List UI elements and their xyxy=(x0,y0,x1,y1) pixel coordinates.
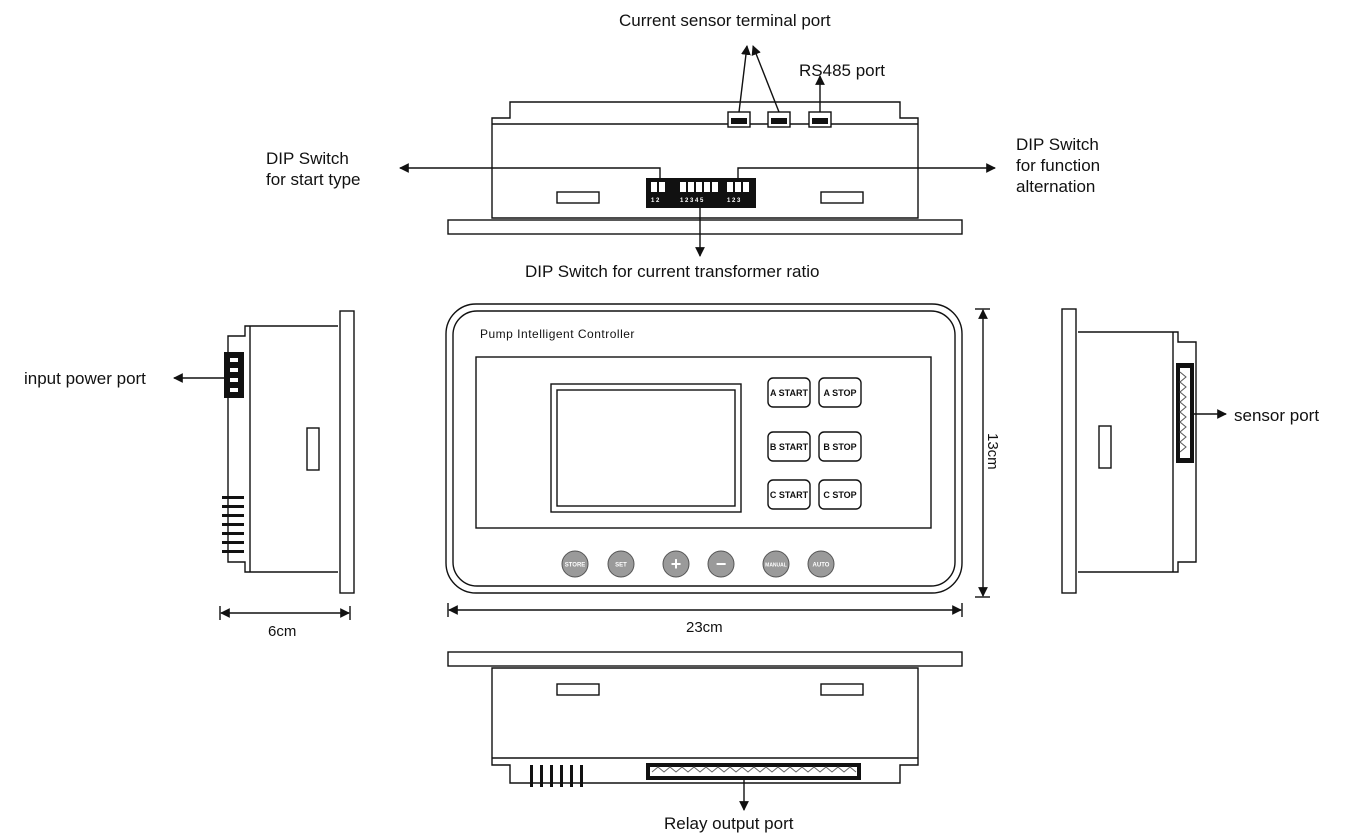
sensor-port-label: sensor port xyxy=(1234,406,1319,425)
dip-function-label-3: alternation xyxy=(1016,177,1095,196)
round-button-label: − xyxy=(716,554,727,574)
input-power-connector xyxy=(224,352,244,398)
round-button-label: AUTO xyxy=(813,563,830,569)
bottom-view xyxy=(447,651,963,811)
left-vent-slots xyxy=(222,496,244,553)
round-button-set[interactable]: SET xyxy=(607,550,635,578)
dip-function-label-2: for function xyxy=(1016,156,1100,175)
relay-output-connector xyxy=(646,763,861,780)
round-button-label: STORE xyxy=(565,563,586,569)
panel-button-c-stop[interactable]: C STOP xyxy=(818,479,862,510)
dip-ct-numbers: 1 2 3 4 5 xyxy=(680,198,704,204)
panel-button-b-start[interactable]: B START xyxy=(767,431,811,462)
front-panel xyxy=(445,303,963,594)
dip-ct-ratio-label: DIP Switch for current transformer ratio xyxy=(525,262,819,281)
round-button-label: SET xyxy=(615,563,627,569)
panel-button-b-stop[interactable]: B STOP xyxy=(818,431,862,462)
left-side-view xyxy=(173,310,355,620)
dip-start-type-numbers: 1 2 xyxy=(651,198,660,204)
round-button-plus[interactable]: + xyxy=(662,550,690,578)
rs485-connector xyxy=(808,111,832,128)
height-dimension: 13cm xyxy=(984,433,1001,470)
dip-start-type-label-1: DIP Switch xyxy=(266,149,349,168)
round-button-minus[interactable]: − xyxy=(707,550,735,578)
panel-title: Pump Intelligent Controller xyxy=(480,327,635,341)
width-dimension: 23cm xyxy=(686,619,723,636)
input-power-port-label: input power port xyxy=(24,369,146,388)
right-side-view xyxy=(1061,308,1227,594)
rs485-port-label: RS485 port xyxy=(799,61,885,80)
round-button-label: MANUAL xyxy=(765,563,787,569)
dip-function-label-1: DIP Switch xyxy=(1016,135,1099,154)
relay-output-port-label: Relay output port xyxy=(664,814,794,833)
current-sensor-port-label: Current sensor terminal port xyxy=(619,11,831,30)
bottom-vent-slots xyxy=(530,765,583,787)
current-sensor-connector-2 xyxy=(767,111,791,128)
panel-button-a-stop[interactable]: A STOP xyxy=(818,377,862,408)
dip-start-type-label-2: for start type xyxy=(266,170,360,189)
current-sensor-connector-1 xyxy=(727,111,751,128)
top-view: 1 2 1 2 3 4 5 1 2 3 xyxy=(399,45,996,257)
front-dimensions xyxy=(447,308,990,617)
panel-button-c-start[interactable]: C START xyxy=(767,479,811,510)
dip-switch-block: 1 2 1 2 3 4 5 1 2 3 xyxy=(646,178,756,208)
panel-button-label: C STOP xyxy=(823,490,856,500)
panel-button-a-start[interactable]: A START xyxy=(767,377,811,408)
round-button-store[interactable]: STORE xyxy=(561,550,589,578)
panel-button-label: A STOP xyxy=(823,388,856,398)
panel-button-label: A START xyxy=(770,388,808,398)
round-button-label: + xyxy=(671,554,682,574)
dip-function-numbers: 1 2 3 xyxy=(727,198,741,204)
panel-button-label: B STOP xyxy=(823,442,856,452)
round-button-auto[interactable]: AUTO xyxy=(807,550,835,578)
sensor-connector xyxy=(1176,363,1194,463)
round-button-manual[interactable]: MANUAL xyxy=(762,550,790,578)
depth-dimension: 6cm xyxy=(268,623,296,640)
panel-button-label: B START xyxy=(770,442,809,452)
panel-button-label: C START xyxy=(770,490,809,500)
